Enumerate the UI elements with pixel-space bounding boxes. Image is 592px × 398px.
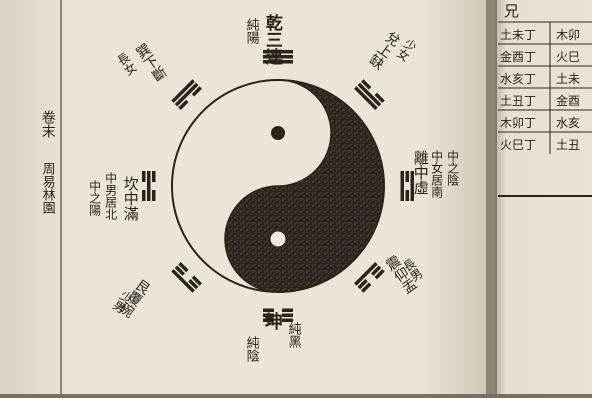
trigram-li-yin-line [406, 171, 410, 182]
trigram-kan-yin-line [152, 171, 156, 182]
table-cell-left: 土未丁 [500, 26, 536, 43]
li-annotation-1: 離中虛 [412, 150, 428, 195]
li-annotation-2: 中女居南 [430, 150, 443, 198]
table-cell-right: 土丑 [556, 136, 580, 153]
kun-annotation-1: 純黑 [286, 322, 300, 348]
table-cell-left: 金酉丁 [500, 48, 536, 65]
trigram-kan-yang-line [147, 171, 151, 201]
book-gutter [486, 0, 496, 394]
taiji-yang-eye [271, 126, 285, 140]
qian-annotation-1: 乾三連 [262, 14, 280, 65]
table-cell-left: 木卯丁 [500, 114, 536, 131]
margin-label: 卷末 [40, 110, 55, 138]
kan-annotation-3: 中之陽 [88, 180, 101, 216]
source-label: 周易林園 [40, 162, 54, 214]
table-cell-right: 木卯 [556, 26, 580, 43]
table-cell-right: 土未 [556, 70, 580, 87]
qian-annotation-2: 純陽 [244, 18, 258, 44]
trigram-li-yin-line [406, 190, 410, 201]
trigram-kan-yin-line [152, 190, 156, 201]
left-margin-rule [60, 0, 62, 394]
kun-annotation-2: 純陰 [244, 336, 258, 362]
trigram-li-yang-line [401, 171, 405, 201]
trigram-kan-yin-line [142, 171, 146, 182]
right-page-header: 兄 [504, 0, 519, 21]
kun-label: 坤 [262, 312, 281, 330]
trigram-kun-yin-line [282, 314, 293, 318]
trigram-kun-yin-line [282, 309, 293, 313]
table-cell-left: 土丑丁 [500, 92, 536, 109]
trigram-kan-yin-line [142, 190, 146, 201]
table-cell-right: 火巳 [556, 48, 580, 65]
kan-annotation-2: 中男居北 [104, 172, 117, 220]
li-annotation-3: 中之陰 [446, 150, 459, 186]
table-cell-right: 金酉 [556, 92, 580, 109]
table-cell-left: 水亥丁 [500, 70, 536, 87]
table-cell-right: 水亥 [556, 114, 580, 131]
table-cell-left: 火巳丁 [500, 136, 536, 153]
kan-annotation-1: 坎中滿 [122, 176, 138, 221]
taiji-yin-eye [270, 231, 286, 247]
